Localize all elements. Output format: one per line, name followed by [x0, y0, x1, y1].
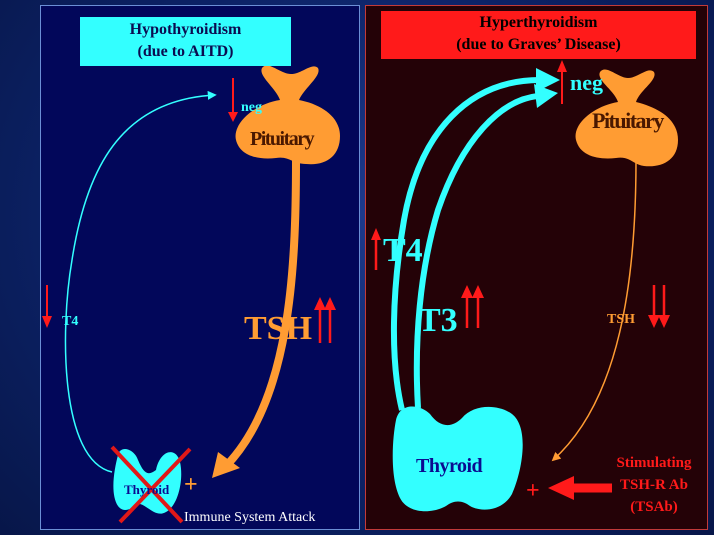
hyper-title-line1: Hyperthyroidism: [479, 14, 598, 31]
tsh-down-arrows-right: [648, 285, 670, 328]
tsh-arrow-left: [212, 159, 300, 478]
tsab-arrow: [548, 476, 612, 500]
thyroid-label-right: Thyroid: [416, 455, 483, 477]
neg-up-arrow-right: [557, 60, 567, 104]
pituitary-gland-left: [235, 65, 340, 165]
t4-label-left: T4: [62, 314, 79, 329]
thyroid-gland-right: [392, 406, 523, 512]
t4-down-arrow-left: [42, 285, 52, 328]
neg-label-left: neg: [241, 100, 262, 115]
t3-label-right: T3: [418, 302, 458, 339]
pituitary-label-right: Pituitary: [592, 108, 664, 133]
red-x-mark: [110, 445, 192, 524]
tsab-line3: (TSAb): [630, 499, 678, 515]
pituitary-gland-right: [575, 69, 678, 167]
tsh-arrow-right: [551, 159, 637, 462]
hypo-title-line2: (due to AITD): [137, 43, 234, 60]
neg-down-arrow-left: [228, 78, 238, 122]
t4-up-arrow-right: [371, 228, 381, 270]
t3-up-arrows-right: [461, 285, 484, 328]
thyroid-label-left: Thyroid: [124, 482, 170, 497]
hyper-title-line2: (due to Graves’ Disease): [456, 36, 621, 53]
immune-attack-label: Immune System Attack: [184, 510, 316, 525]
pituitary-label-left: Pituitary: [250, 128, 315, 150]
hypothyroidism-panel: [40, 5, 360, 530]
t4-feedback-line-left: [64, 90, 217, 473]
plus-sign-right: +: [526, 478, 540, 504]
neg-label-right: neg: [570, 70, 603, 95]
tsh-label-right: TSH: [607, 312, 636, 327]
tsh-label-left: TSH: [244, 310, 313, 347]
hypothyroidism-title: Hypothyroidism (due to AITD): [80, 17, 291, 66]
tsab-line1: Stimulating: [616, 455, 692, 471]
tsab-label: Stimulating TSH-R Ab (TSAb): [604, 452, 704, 518]
tsh-up-arrows-left: [314, 297, 336, 343]
t3-feedback-arrow-right: [413, 84, 558, 409]
hyperthyroidism-title: Hyperthyroidism (due to Graves’ Disease): [381, 11, 696, 59]
t4-label-right: T4: [383, 232, 423, 269]
plus-sign-left: +: [184, 472, 198, 498]
t4-feedback-arrow-right: [390, 68, 560, 411]
hypo-title-line1: Hypothyroidism: [129, 21, 242, 38]
tsab-line2: TSH-R Ab: [620, 477, 688, 493]
